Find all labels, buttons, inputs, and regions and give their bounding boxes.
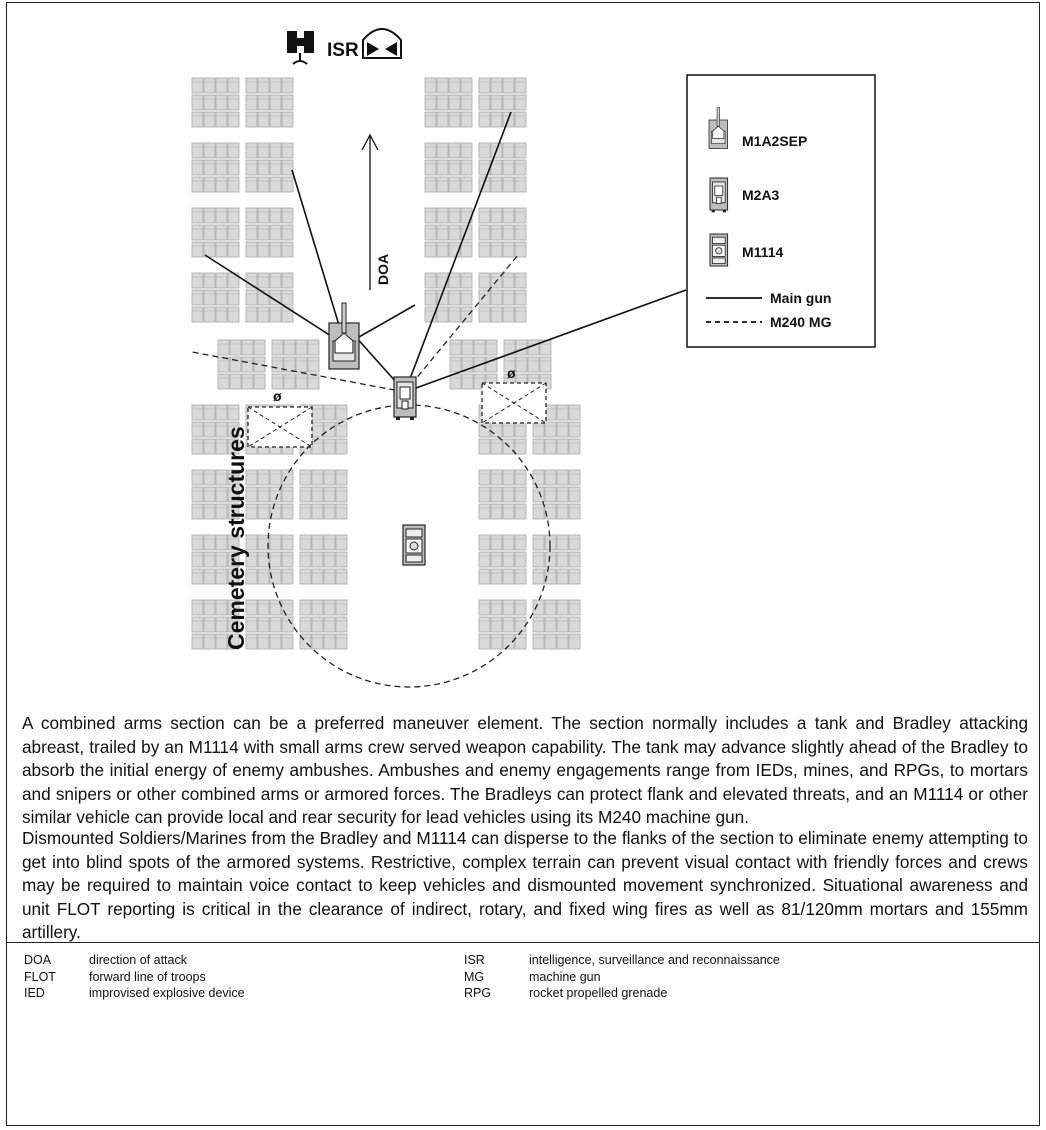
obstacle-right: [481, 382, 547, 424]
legend-line-label: Main gun: [770, 290, 831, 306]
glossary-definition: rocket propelled grenade: [529, 986, 668, 1000]
glossary-abbr: ISR: [464, 953, 485, 967]
cemetery-structures-middle-row: [218, 340, 551, 389]
cemetery-structures-upper-left: [192, 78, 293, 322]
tactical-diagram: ISR ø: [191, 28, 876, 688]
m2a3-bradley-on-map: [393, 376, 417, 421]
glossary-row: IED improvised explosive device RPG rock…: [24, 985, 1024, 1002]
legend: M1A2SEP M2A3 M1114 Main gun M240 MG: [686, 74, 876, 348]
body-paragraph-2: Dismounted Soldiers/Marines from the Bra…: [22, 828, 1028, 942]
cemetery-structures-lower-right: [479, 405, 580, 649]
satellite-icon: [287, 31, 314, 65]
legend-line-label: M240 MG: [770, 314, 832, 330]
uav-icon: [362, 28, 402, 59]
glossary: DOA direction of attack ISR intelligence…: [24, 952, 1024, 1002]
glossary-row: FLOT forward line of troops MG machine g…: [24, 969, 1024, 986]
glossary-definition: direction of attack: [89, 953, 187, 967]
m1a2sep-tank-on-map: [328, 302, 360, 370]
legend-item-label: M1114: [742, 244, 783, 260]
legend-item-label: M2A3: [742, 187, 780, 203]
bradley-icon: [709, 177, 729, 213]
glossary-definition: intelligence, surveillance and reconnais…: [529, 953, 780, 967]
obstacle-symbol-right: ø: [507, 365, 516, 381]
humvee-icon: [709, 233, 729, 267]
m1114-humvee-on-map: [402, 524, 426, 566]
doa-arrow: [361, 133, 379, 290]
glossary-definition: forward line of troops: [89, 969, 206, 984]
glossary-abbr: MG: [464, 969, 485, 984]
glossary-abbr: DOA: [24, 953, 52, 967]
glossary-row: DOA direction of attack ISR intelligence…: [24, 952, 1024, 969]
glossary-abbr: FLOT: [24, 969, 56, 984]
glossary-definition: improvised explosive device: [89, 986, 245, 1000]
doa-label: DOA: [375, 254, 391, 285]
glossary-definition: machine gun: [529, 969, 601, 984]
body-paragraph-1: A combined arms section can be a preferr…: [22, 713, 1028, 827]
isr-label: ISR: [327, 40, 359, 61]
obstacle-left: [247, 406, 313, 448]
glossary-abbr: IED: [24, 986, 45, 1000]
legend-item-label: M1A2SEP: [742, 133, 807, 149]
figure-frame: [6, 2, 1040, 1126]
main-gun-sectors: [204, 111, 687, 393]
cemetery-structures-label: Cemetery structures: [223, 426, 249, 650]
glossary-divider: [6, 942, 1040, 943]
obstacle-symbol-left: ø: [273, 388, 282, 404]
glossary-abbr: RPG: [464, 986, 492, 1000]
